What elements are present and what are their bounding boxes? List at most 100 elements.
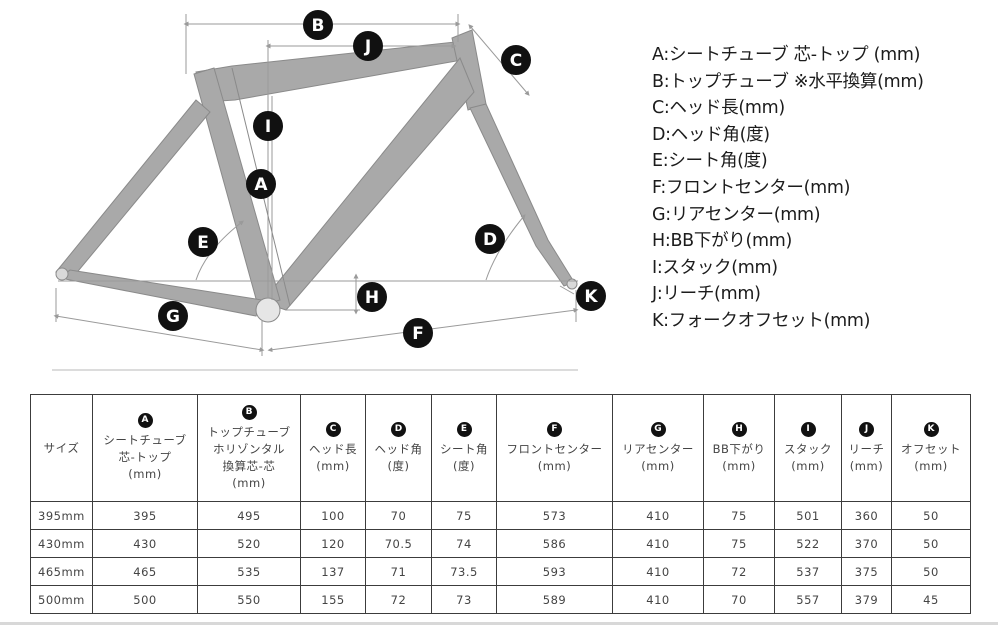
value-cell: 70.5 bbox=[365, 529, 432, 558]
value-cell: 379 bbox=[841, 585, 892, 614]
header-k: K オフセット (mm) bbox=[891, 394, 971, 502]
value-cell: 537 bbox=[774, 557, 842, 586]
value-cell: 72 bbox=[703, 557, 775, 586]
badge-J: J bbox=[353, 31, 383, 61]
header-label-line: (mm) bbox=[641, 458, 675, 473]
value-cell: 395 bbox=[92, 501, 198, 530]
down-tube bbox=[261, 57, 475, 311]
value-cell: 75 bbox=[703, 501, 775, 530]
header-label-line: ホリゾンタル bbox=[213, 441, 285, 456]
header-label-line: シート角 bbox=[440, 441, 488, 456]
value-cell: 100 bbox=[300, 501, 366, 530]
value-cell: 573 bbox=[496, 501, 613, 530]
badge-H: H bbox=[357, 282, 387, 312]
value-cell: 495 bbox=[197, 501, 301, 530]
value-cell: 410 bbox=[612, 529, 704, 558]
header-label-line: リアセンター bbox=[622, 441, 694, 456]
rear-dropout bbox=[55, 267, 69, 281]
geometry-legend: A:シートチューブ 芯-トップ (mm) B:トップチューブ ※水平換算(mm)… bbox=[652, 42, 924, 335]
value-cell: 74 bbox=[431, 529, 497, 558]
value-cell: 50 bbox=[891, 529, 971, 558]
legend-item-c: C:ヘッド長(mm) bbox=[652, 98, 785, 119]
badge-G: G bbox=[158, 301, 188, 331]
header-g: G リアセンター (mm) bbox=[612, 394, 704, 502]
badge-K: K bbox=[576, 281, 606, 311]
badge-B: B bbox=[303, 10, 333, 40]
header-label-line: (mm) bbox=[722, 458, 756, 473]
value-cell: 410 bbox=[612, 501, 704, 530]
header-badge: G bbox=[650, 421, 666, 437]
header-badge: J bbox=[859, 421, 874, 437]
svg-text:J: J bbox=[364, 37, 371, 57]
legend-item-f: F:フロントセンター(mm) bbox=[652, 177, 851, 198]
legend-item-h: H:BB下がり(mm) bbox=[652, 231, 793, 252]
header-label-line: ヘッド長 bbox=[309, 441, 357, 456]
value-cell: 45 bbox=[891, 585, 971, 614]
top-tube bbox=[195, 41, 463, 103]
value-cell: 586 bbox=[496, 529, 613, 558]
header-badge: I bbox=[800, 421, 816, 437]
svg-text:F: F bbox=[412, 324, 424, 344]
header-label-line: 換算芯-芯 bbox=[222, 458, 276, 473]
legend-item-k: K:フォークオフセット(mm) bbox=[652, 310, 871, 331]
header-badge: C bbox=[325, 421, 341, 437]
badge-F: F bbox=[403, 318, 433, 348]
legend-item-e: E:シート角(度) bbox=[652, 151, 768, 172]
value-cell: 500 bbox=[92, 585, 198, 614]
header-label-line: (度) bbox=[453, 458, 475, 473]
header-label-line: (mm) bbox=[128, 467, 162, 481]
header-label-line: (mm) bbox=[316, 458, 350, 473]
badge-A: A bbox=[246, 169, 276, 199]
header-e: E シート角 (度) bbox=[431, 394, 497, 502]
value-cell: 50 bbox=[891, 557, 971, 586]
value-cell: 71 bbox=[365, 557, 432, 586]
header-label-line: オフセット bbox=[901, 441, 961, 456]
svg-text:B: B bbox=[312, 16, 325, 36]
value-cell: 75 bbox=[431, 501, 497, 530]
value-cell: 557 bbox=[774, 585, 842, 614]
badge-I: I bbox=[253, 111, 283, 141]
value-cell: 137 bbox=[300, 557, 366, 586]
value-cell: 550 bbox=[197, 585, 301, 614]
header-label-line: (mm) bbox=[914, 458, 948, 473]
svg-text:E: E bbox=[197, 233, 209, 253]
value-cell: 50 bbox=[891, 501, 971, 530]
legend-item-d: D:ヘッド角(度) bbox=[652, 124, 770, 145]
legend-item-i: I:スタック(mm) bbox=[652, 257, 778, 278]
header-badge: H bbox=[731, 421, 747, 437]
header-badge: E bbox=[456, 421, 472, 437]
badge-C: C bbox=[501, 45, 531, 75]
value-cell: 522 bbox=[774, 529, 842, 558]
svg-text:A: A bbox=[254, 175, 268, 195]
header-label-line: (度) bbox=[387, 458, 410, 473]
bottom-bracket bbox=[255, 297, 281, 323]
header-label-line: トップチューブ bbox=[207, 424, 291, 439]
value-cell: 155 bbox=[300, 585, 366, 614]
header-badge: B bbox=[241, 404, 257, 420]
value-cell: 70 bbox=[703, 585, 775, 614]
legend-item-b: B:トップチューブ ※水平換算(mm) bbox=[652, 71, 924, 92]
header-size: サイズ bbox=[30, 394, 93, 502]
seat-stay bbox=[55, 99, 211, 277]
badge-D: D bbox=[475, 224, 505, 254]
value-cell: 375 bbox=[841, 557, 892, 586]
value-cell: 535 bbox=[197, 557, 301, 586]
size-cell: 500mm bbox=[30, 585, 93, 614]
header-label-line: (mm) bbox=[537, 458, 572, 473]
header-label-line: リーチ bbox=[848, 441, 885, 456]
value-cell: 370 bbox=[841, 529, 892, 558]
value-cell: 72 bbox=[365, 585, 432, 614]
header-badge: K bbox=[923, 421, 939, 437]
